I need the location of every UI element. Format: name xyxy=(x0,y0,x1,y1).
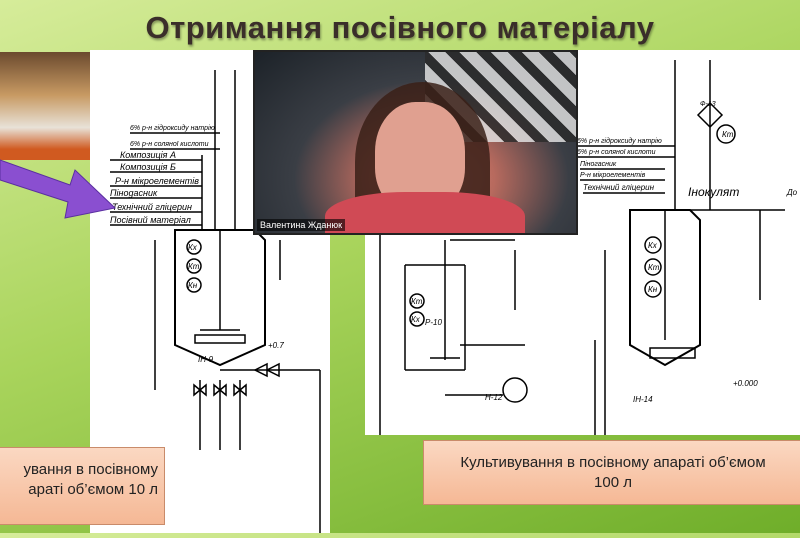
diagram-label: Р-н мікроелементів xyxy=(115,176,199,186)
instrument-label: Кн xyxy=(648,285,658,294)
diagram-label: Посівний матеріал xyxy=(110,215,191,225)
instrument-label: Кт xyxy=(188,262,200,271)
caption-left: ування в посівному араті об’ємом 10 л xyxy=(0,447,165,525)
diagram-label: Технічний гліцерин xyxy=(583,183,655,192)
diagram-label: Технічний гліцерин xyxy=(112,202,192,212)
participant-body xyxy=(325,192,525,233)
instrument-label: Кх xyxy=(188,243,198,252)
arrow-icon xyxy=(0,159,117,219)
apparatus-label: Р-10 xyxy=(425,318,442,327)
level-label: +0.7 xyxy=(268,341,284,350)
diagram-label: Піногасник xyxy=(580,160,617,168)
caption-line: Культивування в посівному апараті об’ємо… xyxy=(460,454,766,471)
lab-photo xyxy=(0,52,95,160)
instrument-label: Кт xyxy=(648,263,660,272)
inoculum-label: Інокулят xyxy=(688,185,739,199)
caption-line: ування в посівному xyxy=(23,461,158,478)
diagram-label: 6% р-н гідроксиду натрію xyxy=(130,124,216,132)
diagram-label: 6% р-н соляної кислоти xyxy=(577,149,656,156)
to-label: До xyxy=(786,188,798,197)
diagram-label: 6% р-н гідроксиду натрію xyxy=(577,137,663,145)
diagram-label: Композиція Б xyxy=(120,162,176,172)
apparatus-label: ІН-14 xyxy=(633,395,653,404)
video-tile[interactable]: Валентина Жданюк xyxy=(253,50,578,235)
instrument-label: Кт xyxy=(722,130,734,139)
instrument-label: Кн xyxy=(188,281,198,290)
diagram-label: Композиція А xyxy=(120,150,176,160)
slide-title: Отримання посівного матеріалу xyxy=(145,10,655,45)
caption-line: 100 л xyxy=(594,474,632,491)
caption-line: араті об’ємом 10 л xyxy=(28,481,158,498)
participant-name: Валентина Жданюк xyxy=(257,219,346,231)
caption-right: Культивування в посівному апараті об’ємо… xyxy=(423,440,800,505)
level-label: +0.000 xyxy=(733,379,758,388)
instrument-label: Кт xyxy=(411,297,423,306)
pump-label: Н-12 xyxy=(485,393,503,402)
diagram-label: Р-н мікроелементів xyxy=(580,171,646,179)
instrument-label: Кх xyxy=(411,315,421,324)
diagram-label: 6% р-н соляної кислоти xyxy=(130,141,209,148)
diagram-label: Пінogасник xyxy=(110,188,158,198)
instrument-label: Кх xyxy=(648,241,658,250)
